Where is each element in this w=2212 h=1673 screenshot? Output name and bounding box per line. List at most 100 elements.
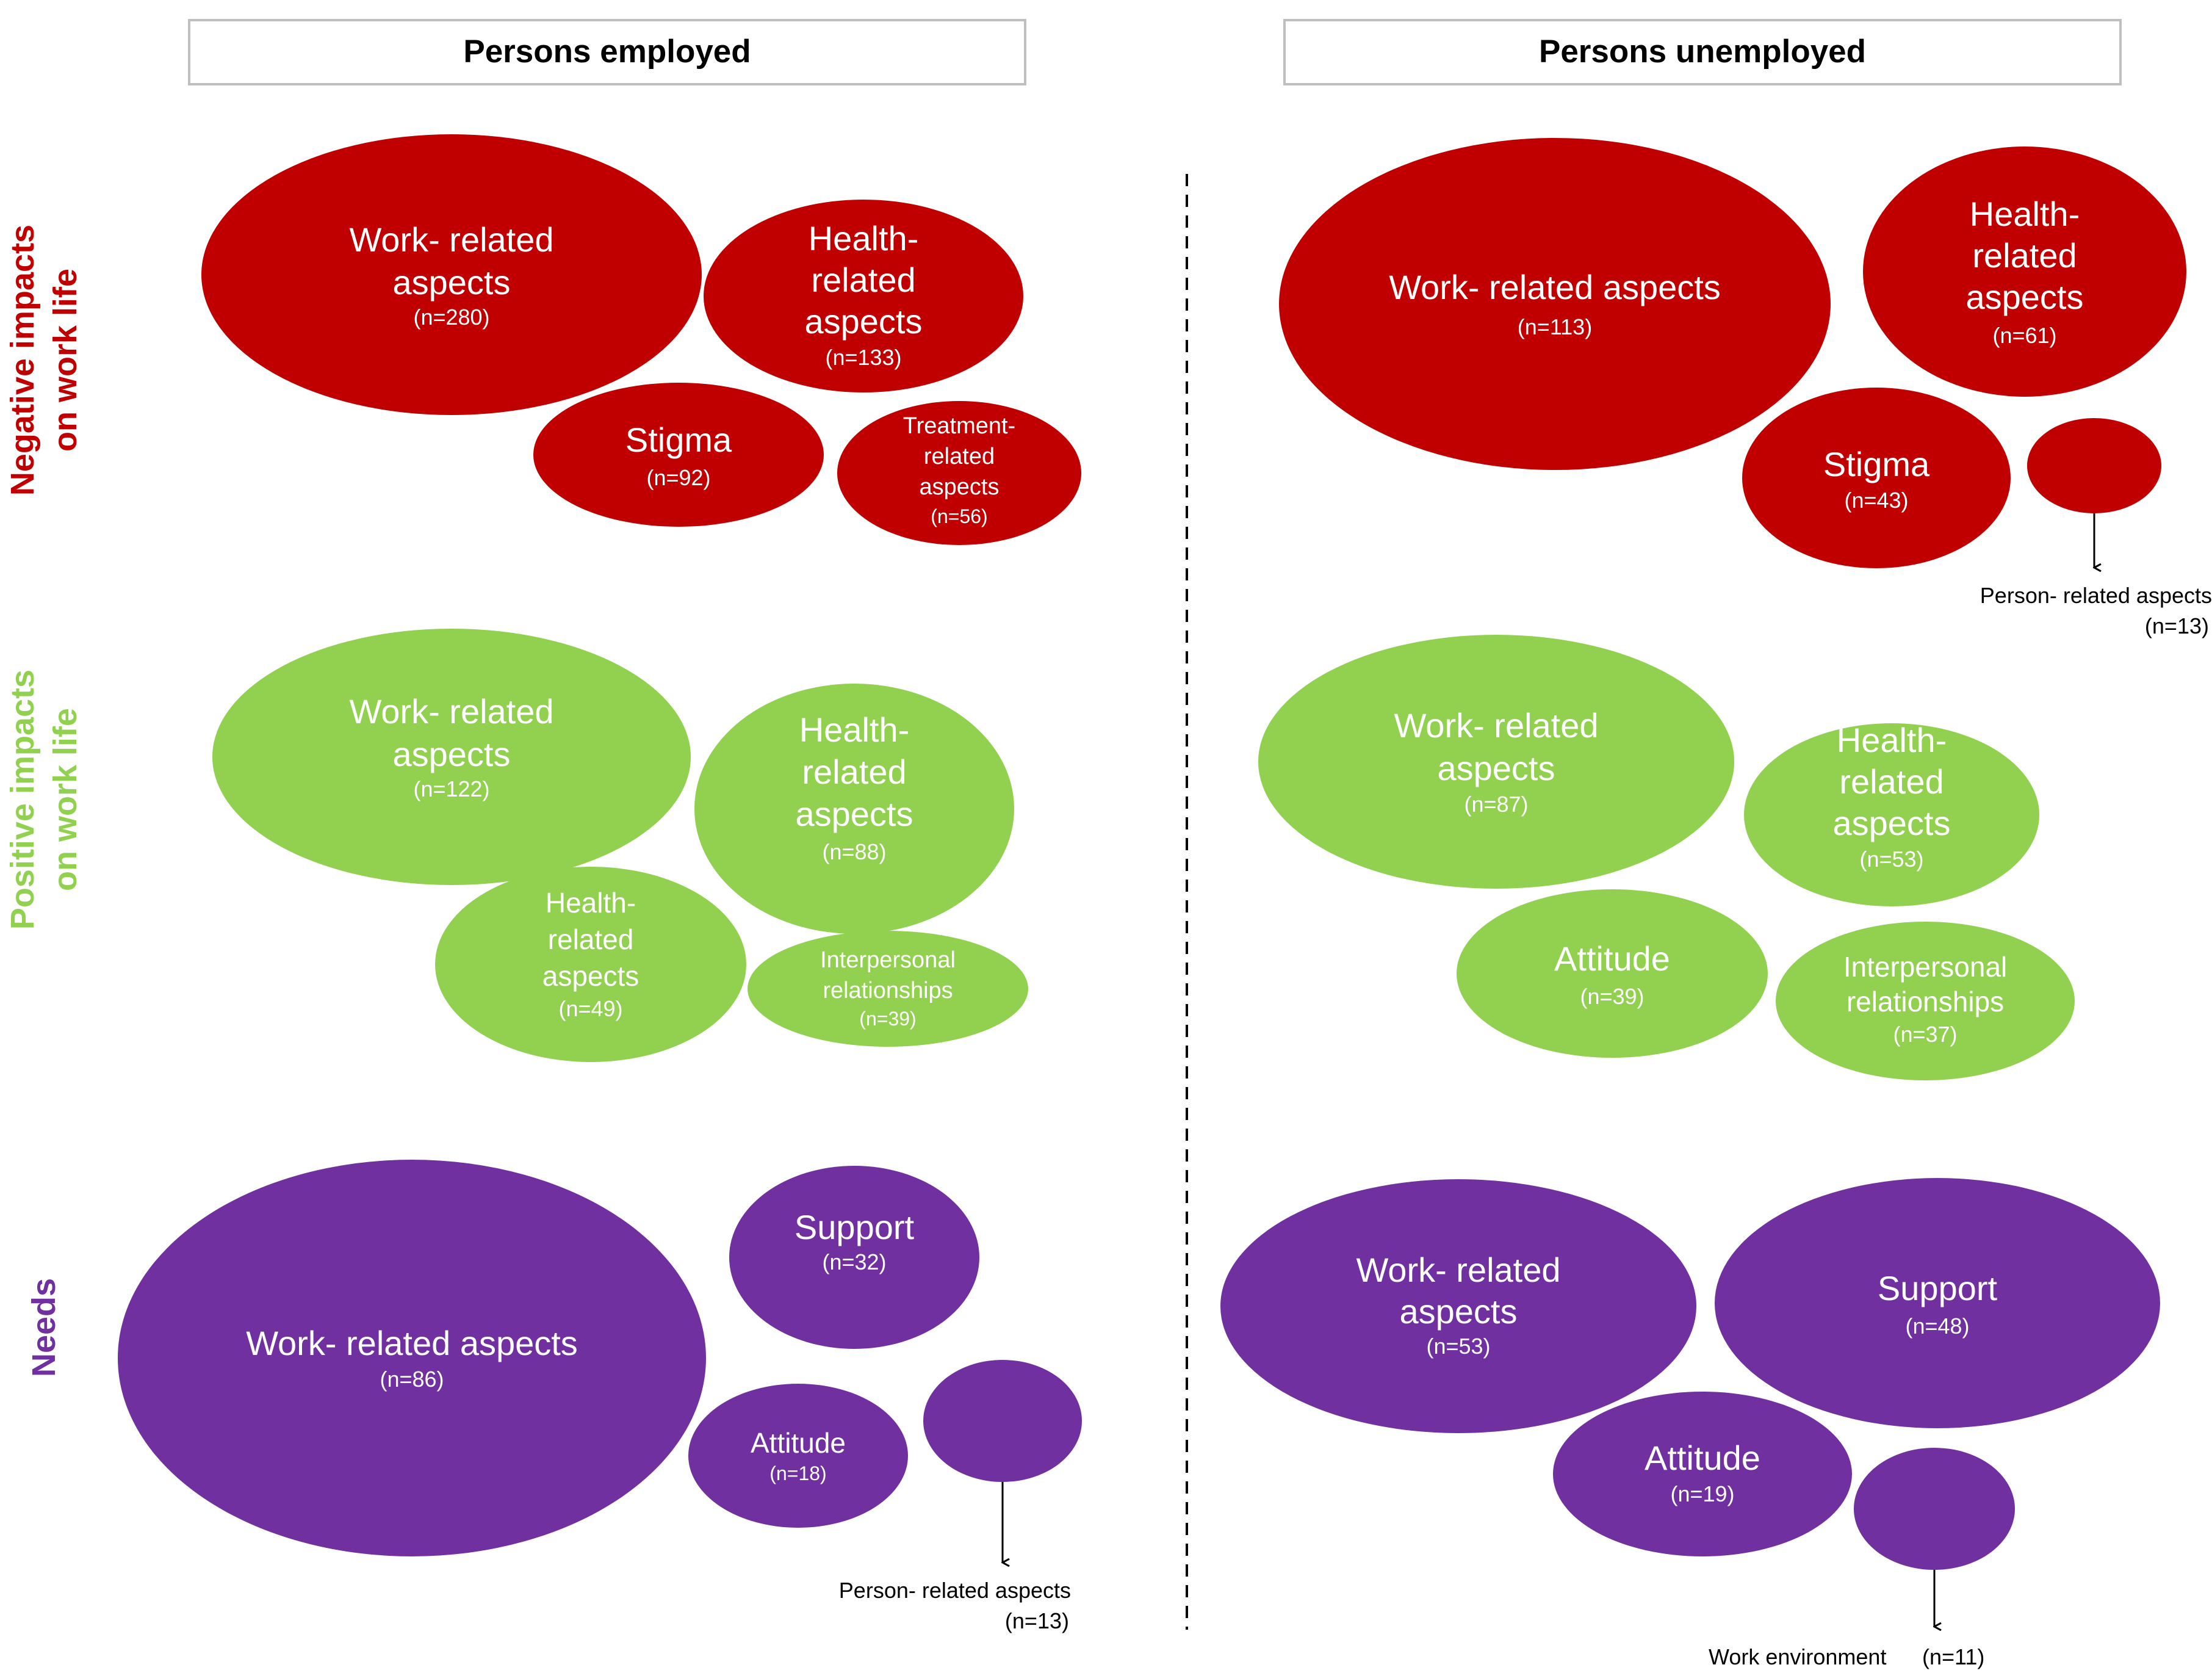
svg-text:Person- related aspects: Person- related aspects [839,1578,1071,1603]
header-unemployed: Persons unemployed [1283,19,2122,85]
svg-text:(n=133): (n=133) [825,345,901,370]
bubble-unemployed-negative-person: Person- related aspects (n=13) [1980,418,2212,638]
svg-text:(n=11): (n=11) [1922,1644,1984,1669]
row-label-negative: Negative impacts on work life [4,225,84,496]
svg-text:(n=53): (n=53) [1426,1334,1490,1359]
svg-text:Treatment-: Treatment- [903,413,1015,439]
svg-text:(n=19): (n=19) [1670,1481,1734,1506]
bubble-unemployed-negative-health: Health- related aspects (n=61) [1863,146,2186,397]
bubble-employed-negative-work: Work- related aspects (n=280) [201,134,702,415]
svg-text:(n=86): (n=86) [380,1367,444,1392]
header-employed: Persons employed [188,19,1026,85]
svg-text:related: related [548,923,634,955]
svg-text:Attitude: Attitude [1645,1439,1760,1477]
svg-text:on work life: on work life [47,269,84,452]
svg-text:related: related [1839,762,1944,801]
bubble-unemployed-needs-work: Work- related aspects (n=53) [1220,1179,1696,1433]
svg-text:(n=88): (n=88) [822,839,886,864]
svg-text:aspects: aspects [393,263,511,302]
svg-text:related: related [811,261,915,299]
bubble-unemployed-needs-environment: Work environment (n=11) [1709,1448,2015,1669]
svg-text:aspects: aspects [393,735,511,773]
bubble-employed-positive-health2: Health- related aspects (n=49) [435,867,746,1062]
svg-text:(n=53): (n=53) [1859,847,1923,872]
svg-text:Work- related: Work- related [1356,1251,1560,1289]
svg-text:Person- related aspects: Person- related aspects [1980,583,2212,608]
bubble-unemployed-negative-stigma: Stigma (n=43) [1742,388,2011,568]
svg-text:aspects: aspects [805,302,923,341]
svg-text:aspects: aspects [542,960,639,992]
svg-text:Work- related: Work- related [349,220,553,259]
svg-text:(n=49): (n=49) [558,996,622,1021]
svg-text:(n=61): (n=61) [1992,323,2056,348]
svg-text:Negative impacts: Negative impacts [4,225,41,496]
svg-text:(n=39): (n=39) [1580,984,1644,1009]
bubble-employed-needs-attitude: Attitude (n=18) [688,1384,908,1528]
svg-text:Health-: Health- [809,219,919,258]
bubble-employed-negative-stigma: Stigma (n=92) [533,383,824,527]
svg-text:relationships: relationships [823,978,953,1003]
bubble-employed-positive-work: Work- related aspects (n=122) [212,629,691,885]
svg-text:Work- related: Work- related [1394,706,1598,745]
svg-text:Attitude: Attitude [1554,939,1670,978]
bubble-employed-needs-person: Person- related aspects (n=13) [839,1360,1082,1633]
svg-text:Positive impacts: Positive impacts [4,670,41,930]
bubble-unemployed-negative-work: Work- related aspects (n=113) [1279,138,1831,470]
bubble-employed-needs-work: Work- related aspects (n=86) [118,1160,706,1556]
header-employed-label: Persons employed [463,34,751,70]
bubble-unemployed-positive-health: Health- related aspects (n=53) [1744,721,2039,906]
svg-text:Health-: Health- [799,710,910,749]
bubble-unemployed-positive-work: Work- related aspects (n=87) [1258,635,1734,889]
svg-text:Interpersonal: Interpersonal [820,947,956,973]
svg-text:aspects: aspects [1400,1292,1518,1331]
bubble-unemployed-needs-attitude: Attitude (n=19) [1553,1392,1852,1556]
svg-text:aspects: aspects [1833,804,1951,842]
header-unemployed-label: Persons unemployed [1539,34,1866,70]
svg-text:(n=43): (n=43) [1844,488,1908,513]
svg-text:(n=18): (n=18) [769,1462,826,1484]
svg-text:Health-: Health- [1837,721,1947,759]
svg-text:aspects: aspects [796,795,913,833]
bubble-employed-negative-health: Health- related aspects (n=133) [704,200,1023,392]
svg-text:(n=92): (n=92) [646,465,710,490]
bubble-employed-needs-support: Support (n=32) [729,1166,979,1349]
bubble-unemployed-positive-interpersonal: Interpersonal relationships (n=37) [1776,922,2075,1080]
svg-text:(n=122): (n=122) [413,776,489,801]
svg-text:(n=37): (n=37) [1893,1022,1957,1047]
svg-text:Interpersonal: Interpersonal [1843,951,2008,983]
svg-text:Support: Support [1878,1269,1998,1307]
svg-text:Stigma: Stigma [625,421,732,459]
svg-text:(n=56): (n=56) [931,505,987,527]
svg-text:(n=39): (n=39) [859,1008,916,1030]
svg-text:Work- related aspects: Work- related aspects [246,1324,578,1362]
svg-text:(n=13): (n=13) [2145,613,2209,638]
svg-text:aspects: aspects [1438,749,1555,787]
svg-text:(n=113): (n=113) [1518,314,1592,339]
svg-text:(n=13): (n=13) [1005,1608,1069,1633]
svg-text:Work- related aspects: Work- related aspects [1389,268,1721,306]
svg-text:(n=280): (n=280) [413,305,489,330]
svg-text:on work life: on work life [47,708,84,891]
svg-text:related: related [924,444,995,469]
svg-text:Health-: Health- [546,887,636,919]
svg-text:Needs: Needs [26,1278,62,1377]
svg-text:Work- related: Work- related [349,692,553,731]
svg-text:related: related [802,753,906,791]
bubble-employed-negative-treatment: Treatment- related aspects (n=56) [837,401,1081,545]
svg-text:(n=87): (n=87) [1464,792,1528,817]
bubble-unemployed-needs-support: Support (n=48) [1715,1178,2160,1428]
svg-text:relationships: relationships [1846,986,2004,1017]
bubble-employed-positive-health: Health- related aspects (n=88) [694,684,1014,934]
svg-text:Health-: Health- [1970,195,2080,233]
svg-text:Support: Support [794,1208,915,1246]
svg-text:(n=48): (n=48) [1905,1313,1969,1339]
svg-text:Work environment: Work environment [1709,1644,1886,1669]
svg-text:Attitude: Attitude [751,1427,846,1459]
svg-text:Stigma: Stigma [1823,445,1930,483]
row-label-needs: Needs [26,1278,62,1377]
svg-text:related: related [1972,236,2077,275]
bubble-unemployed-positive-attitude: Attitude (n=39) [1457,889,1768,1058]
svg-text:(n=32): (n=32) [822,1249,886,1274]
svg-text:aspects: aspects [1966,278,2084,316]
